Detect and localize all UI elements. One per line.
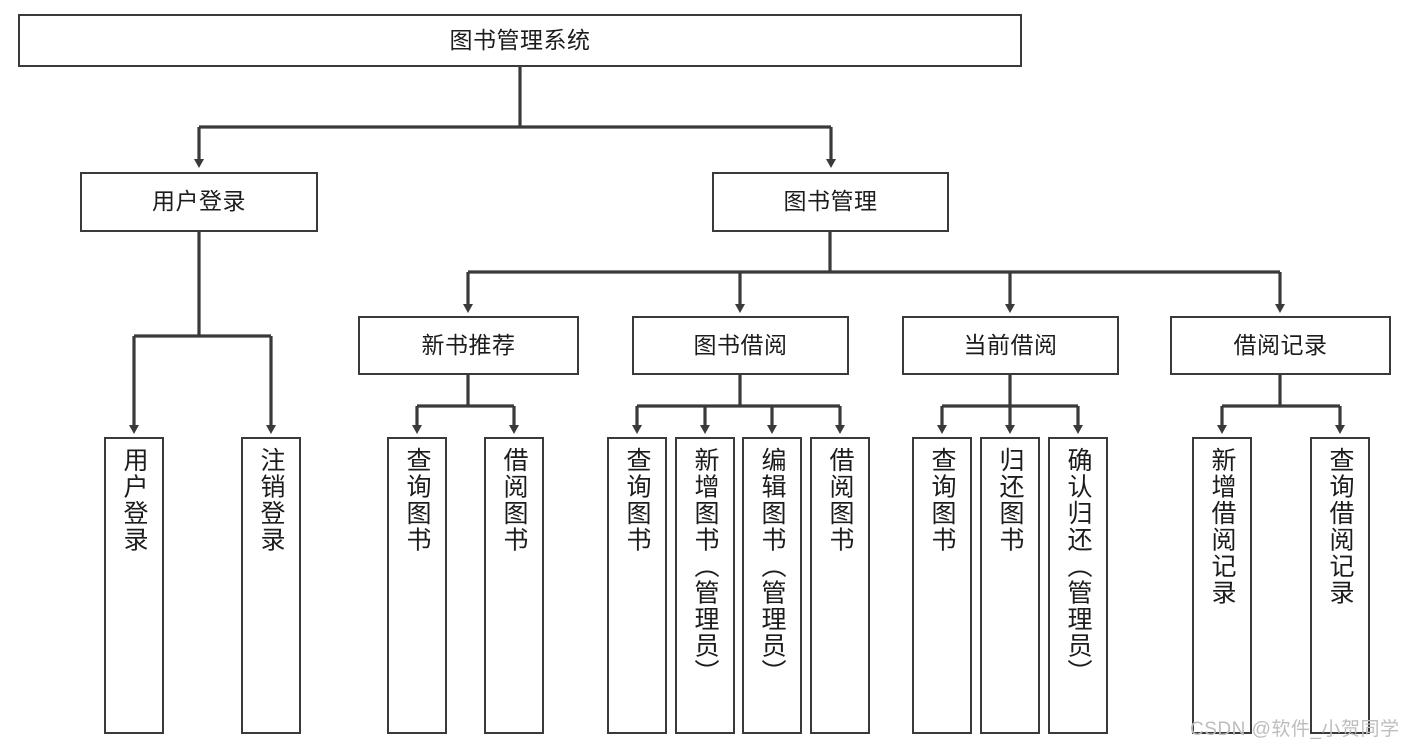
leaf-query-book-borrow[interactable]: 查询图书 bbox=[607, 437, 667, 734]
leaf-query-book-recommend[interactable]: 查询图书 bbox=[387, 437, 447, 734]
leaf-confirm-return-admin-label: 确认归还（管理员） bbox=[1064, 447, 1092, 686]
node-root[interactable]: 图书管理系统 bbox=[18, 14, 1022, 67]
leaf-logout[interactable]: 注销登录 bbox=[241, 437, 301, 734]
leaf-query-borrow-record-label: 查询借阅记录 bbox=[1326, 447, 1354, 606]
node-book-management-label: 图书管理 bbox=[783, 188, 878, 215]
leaf-add-borrow-record-label: 新增借阅记录 bbox=[1208, 447, 1236, 606]
leaf-borrow-book[interactable]: 借阅图书 bbox=[810, 437, 870, 734]
node-new-book-recommend[interactable]: 新书推荐 bbox=[358, 316, 579, 375]
leaf-query-book-recommend-label: 查询图书 bbox=[403, 447, 431, 553]
node-root-label: 图书管理系统 bbox=[449, 26, 591, 53]
node-current-borrow-label: 当前借阅 bbox=[963, 331, 1058, 358]
node-current-borrow[interactable]: 当前借阅 bbox=[902, 316, 1119, 375]
leaf-edit-book-admin-label: 编辑图书（管理员） bbox=[758, 447, 786, 686]
node-borrow-records[interactable]: 借阅记录 bbox=[1170, 316, 1391, 375]
node-new-book-recommend-label: 新书推荐 bbox=[421, 331, 516, 358]
leaf-confirm-return-admin[interactable]: 确认归还（管理员） bbox=[1048, 437, 1108, 734]
leaf-user-login-label: 用户登录 bbox=[120, 447, 148, 553]
node-user-login-label: 用户登录 bbox=[152, 188, 246, 215]
node-book-borrow-label: 图书借阅 bbox=[693, 331, 788, 358]
leaf-return-book[interactable]: 归还图书 bbox=[980, 437, 1040, 734]
leaf-query-borrow-record[interactable]: 查询借阅记录 bbox=[1310, 437, 1370, 734]
leaf-add-book-admin[interactable]: 新增图书（管理员） bbox=[675, 437, 735, 734]
leaf-add-borrow-record[interactable]: 新增借阅记录 bbox=[1192, 437, 1252, 734]
node-user-login[interactable]: 用户登录 bbox=[80, 172, 318, 232]
leaf-add-book-admin-label: 新增图书（管理员） bbox=[691, 447, 719, 686]
node-book-management[interactable]: 图书管理 bbox=[712, 172, 949, 232]
leaf-borrow-book-label: 借阅图书 bbox=[826, 447, 854, 553]
leaf-query-book-borrow-label: 查询图书 bbox=[623, 447, 651, 553]
leaf-edit-book-admin[interactable]: 编辑图书（管理员） bbox=[742, 437, 802, 734]
leaf-query-book-current-label: 查询图书 bbox=[928, 447, 956, 553]
leaf-query-book-current[interactable]: 查询图书 bbox=[912, 437, 972, 734]
leaf-user-login[interactable]: 用户登录 bbox=[104, 437, 164, 734]
leaf-borrow-book-recommend-label: 借阅图书 bbox=[500, 447, 528, 553]
leaf-return-book-label: 归还图书 bbox=[996, 447, 1024, 553]
leaf-logout-label: 注销登录 bbox=[257, 447, 285, 553]
watermark: CSDN @软件_小贺同学 bbox=[1190, 719, 1400, 740]
node-book-borrow[interactable]: 图书借阅 bbox=[632, 316, 849, 375]
node-borrow-records-label: 借阅记录 bbox=[1233, 331, 1328, 358]
leaf-borrow-book-recommend[interactable]: 借阅图书 bbox=[484, 437, 544, 734]
